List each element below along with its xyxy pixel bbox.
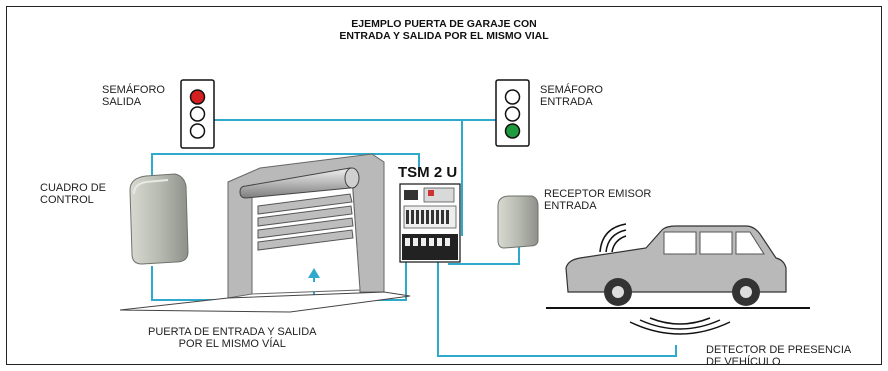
label-cuadro-control: CUADRO DE CONTROL bbox=[40, 182, 107, 206]
tsm-board bbox=[399, 183, 461, 263]
label-detector: DETECTOR DE PRESENCIA DE VEHÍCULO bbox=[706, 344, 852, 368]
title-line-1: EJEMPLO PUERTA DE GARAJE CON bbox=[351, 18, 537, 30]
diagram-title: EJEMPLO PUERTA DE GARAJE CON ENTRADA Y S… bbox=[0, 18, 888, 42]
label-semaforo-salida: SEMÁFORO SALIDA bbox=[102, 84, 165, 108]
floor bbox=[119, 291, 411, 313]
label-receptor-emisor: RECEPTOR EMISOR ENTRADA bbox=[544, 188, 652, 212]
wire-detector bbox=[437, 262, 677, 357]
label-tsm: TSM 2 U bbox=[398, 164, 458, 181]
traffic-light-salida bbox=[180, 79, 215, 149]
traffic-light-entrada bbox=[495, 79, 530, 147]
title-line-2: ENTRADA Y SALIDA POR EL MISMO VIAL bbox=[339, 30, 549, 42]
wiring bbox=[151, 119, 677, 357]
wire-control-top bbox=[151, 153, 420, 182]
detector-waves bbox=[629, 317, 731, 335]
label-semaforo-entrada: SEMÁFORO ENTRADA bbox=[540, 84, 603, 108]
radio-waves bbox=[599, 223, 627, 253]
label-puerta: PUERTA DE ENTRADA Y SALIDA POR EL MISMO … bbox=[148, 326, 317, 350]
door-roller bbox=[239, 167, 360, 199]
door-sensor-arrow bbox=[308, 268, 320, 282]
receptor-emisor bbox=[497, 195, 539, 249]
control-cabinet bbox=[129, 173, 189, 265]
door-slats bbox=[257, 193, 354, 251]
wire-receptor bbox=[448, 240, 520, 265]
garage-door bbox=[119, 153, 411, 313]
car bbox=[546, 225, 810, 309]
